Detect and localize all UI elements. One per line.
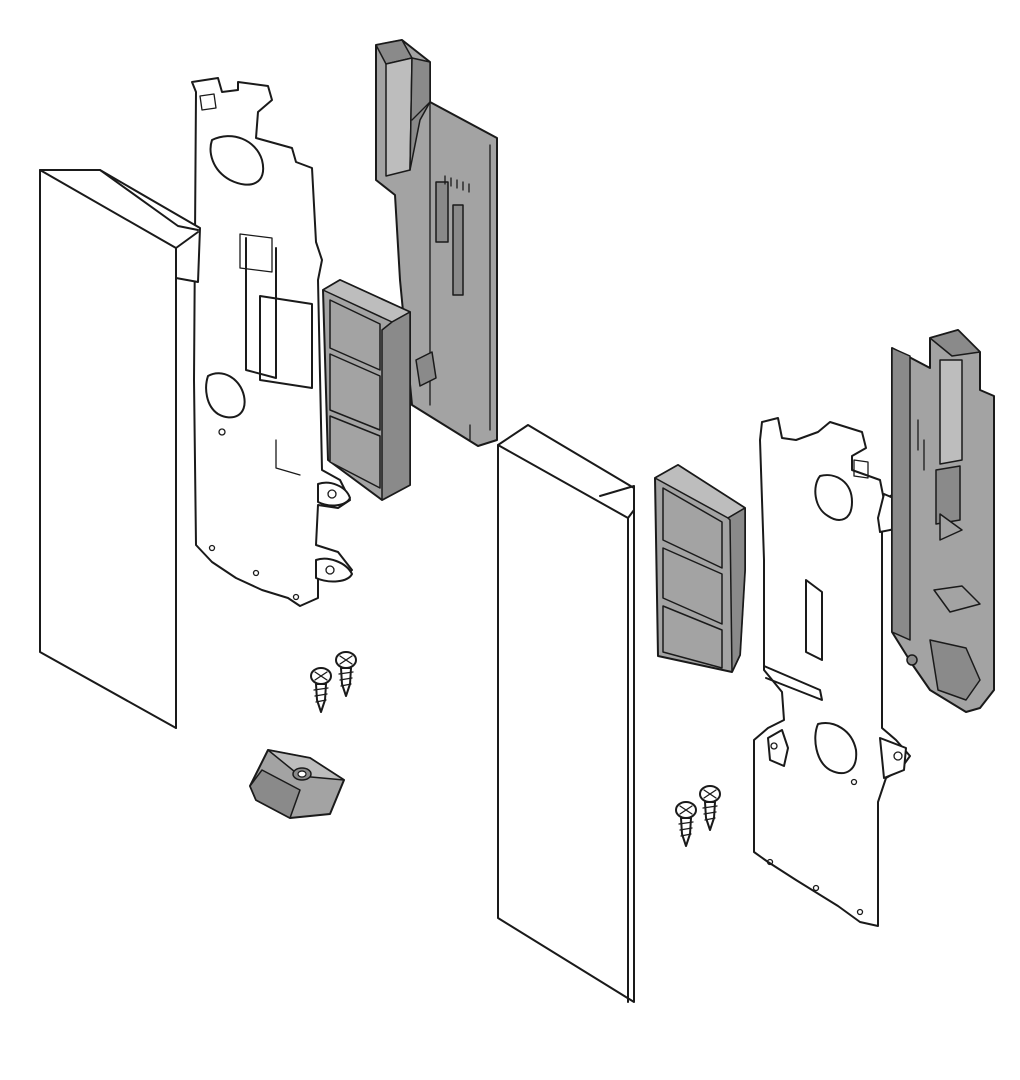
left-screw-2 — [335, 651, 357, 697]
right-screw-2 — [699, 785, 721, 831]
left-fixing-clip — [249, 749, 345, 819]
right-gray-clip — [654, 464, 746, 673]
left-mounting-bracket — [191, 77, 353, 607]
right-screw-pair — [675, 785, 721, 847]
right-mounting-bracket — [753, 417, 913, 927]
left-screw-1 — [310, 667, 332, 713]
left-front-cover-panel — [39, 169, 201, 729]
right-gray-housing — [891, 329, 995, 713]
left-gray-clip — [322, 279, 411, 501]
right-front-cover-panel — [497, 424, 635, 1003]
left-screw-pair — [310, 651, 357, 713]
right-screw-1 — [675, 801, 697, 847]
